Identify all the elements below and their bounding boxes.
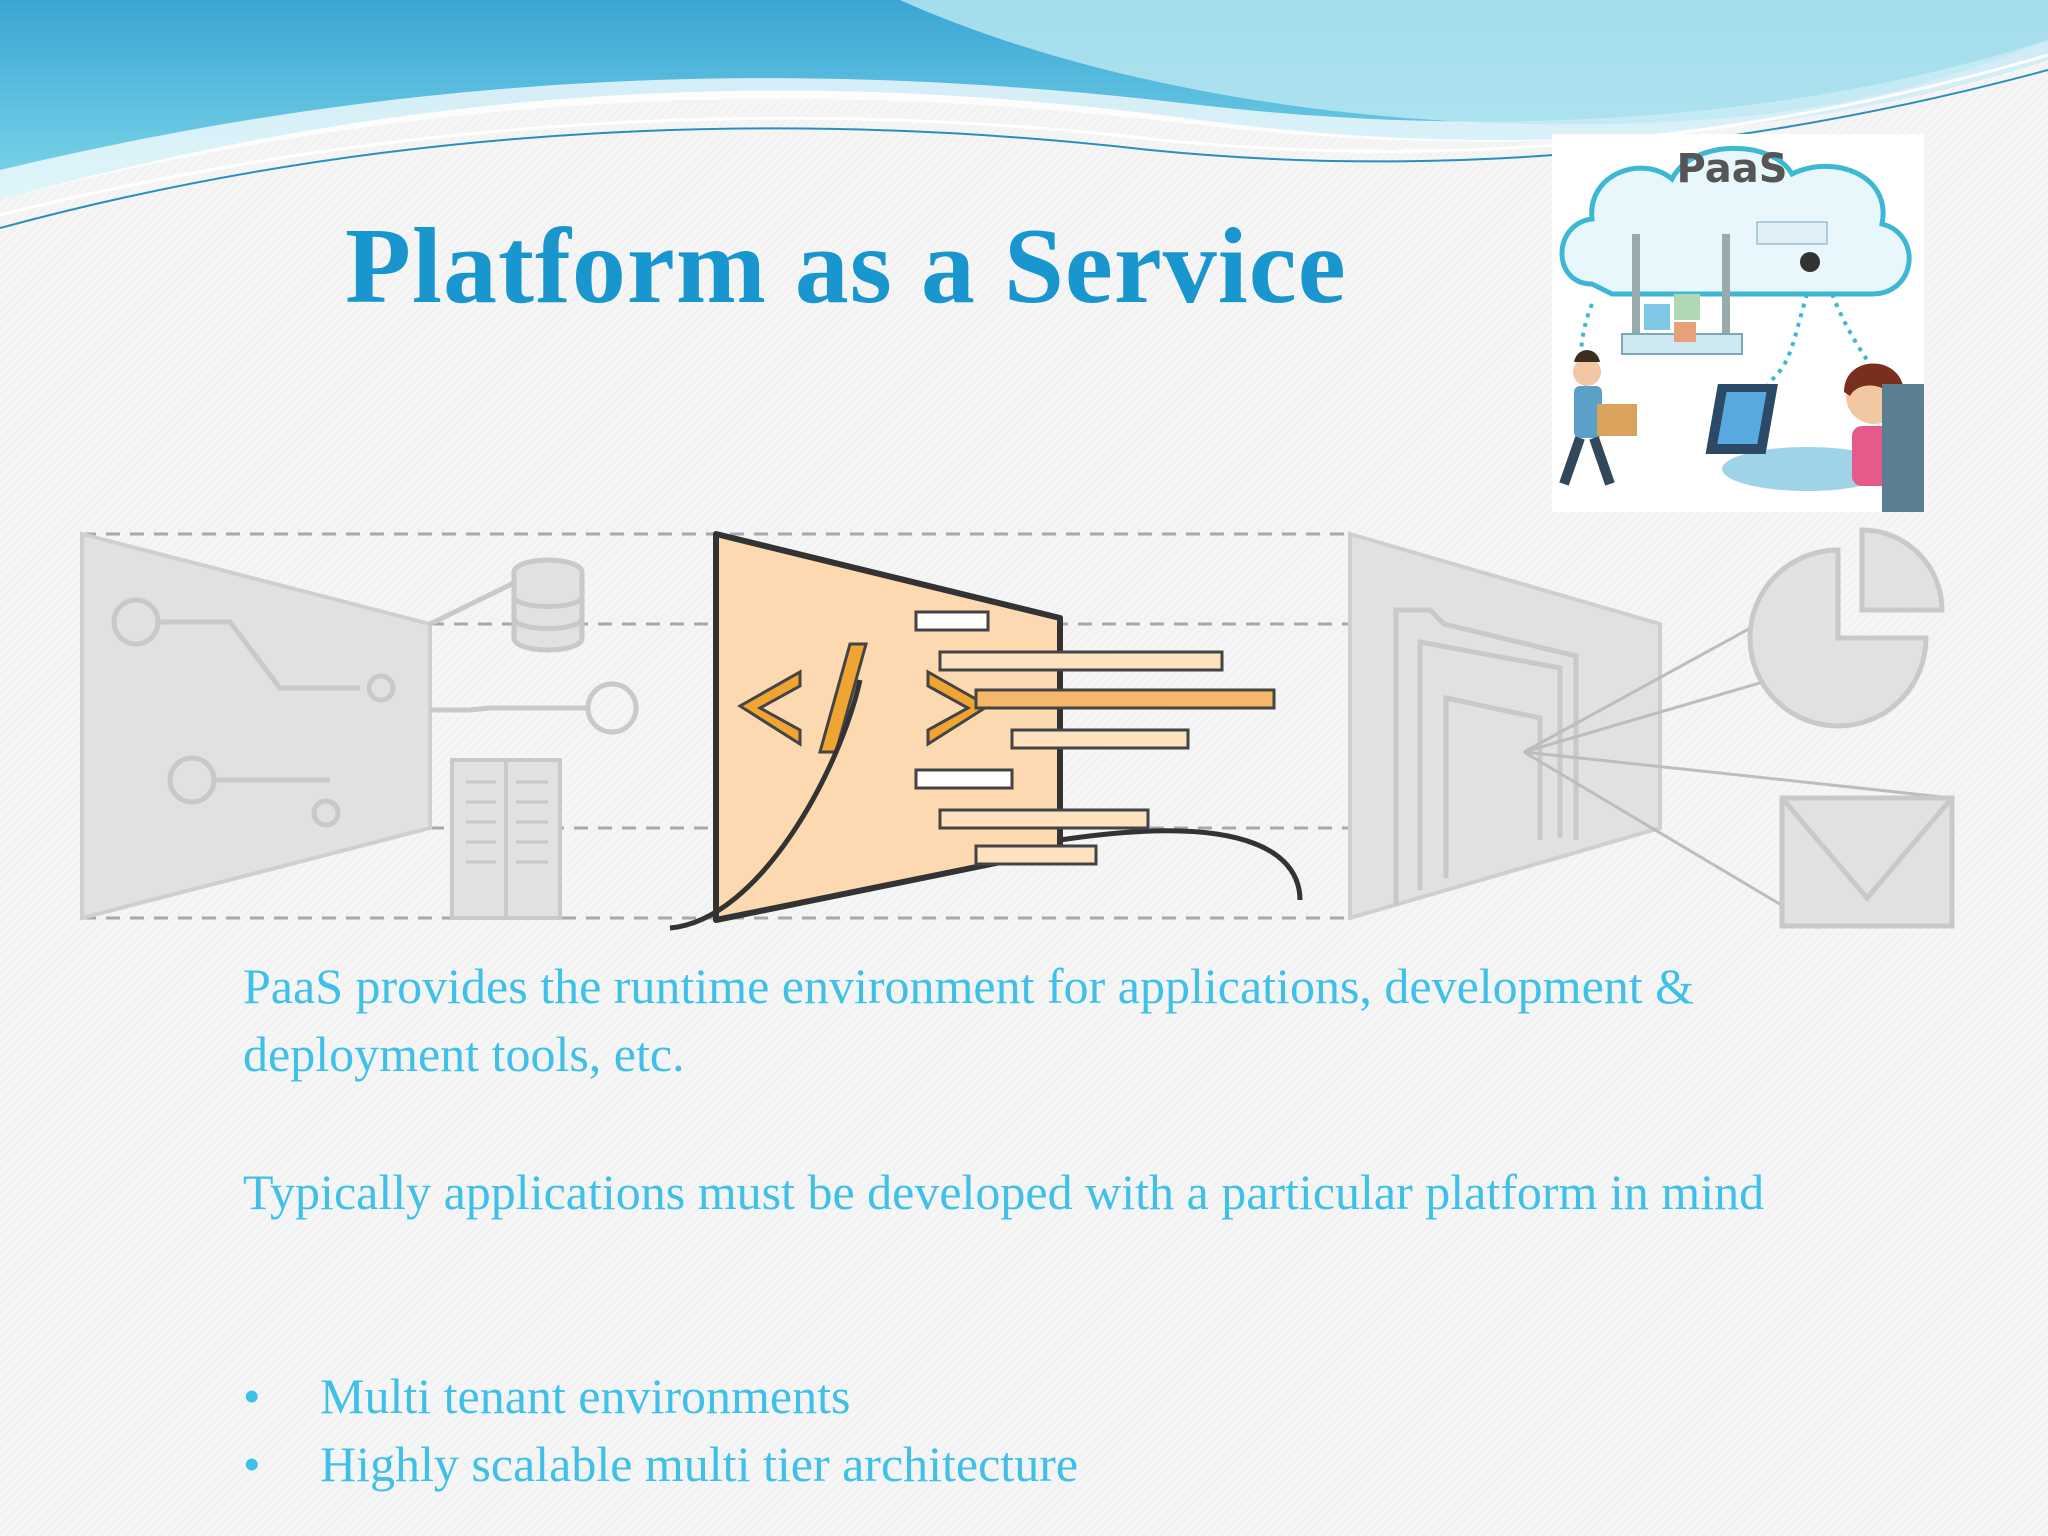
paas-illustration: PaaS xyxy=(1552,134,1924,512)
person-at-laptop-figure xyxy=(1705,363,1924,512)
circuit-panel xyxy=(80,531,639,921)
bullet-text: Multi tenant environments xyxy=(320,1368,851,1424)
mail-icon xyxy=(1779,795,1955,929)
database-icon xyxy=(511,557,585,653)
document-icon xyxy=(450,758,562,920)
bullet-list: • Multi tenant environments • Highly sca… xyxy=(243,1362,1078,1498)
pie-chart-icon xyxy=(1747,527,1945,729)
slide-title: Platform as a Service xyxy=(345,207,1347,326)
bullet-text: Highly scalable multi tier architecture xyxy=(320,1436,1079,1492)
bullet-glyph: • xyxy=(243,1368,261,1424)
platform-diagram xyxy=(80,527,1955,931)
output-panel xyxy=(1348,527,1955,930)
folder-icon xyxy=(1393,607,1579,906)
paragraph-platform: Typically applications must be developed… xyxy=(243,1164,1765,1220)
list-item: • Highly scalable multi tier architectur… xyxy=(243,1430,1078,1498)
bullet-glyph: • xyxy=(243,1436,261,1492)
code-lines xyxy=(914,610,1276,866)
code-brackets-icon xyxy=(737,642,991,754)
list-item: • Multi tenant environments xyxy=(243,1362,1078,1430)
paas-cloud-label: PaaS xyxy=(1676,146,1787,192)
person-carrying-box-figure xyxy=(1559,350,1637,486)
code-panel xyxy=(669,531,1303,931)
header-wave-decoration xyxy=(0,0,2048,229)
paragraph-runtime: PaaS provides the runtime environment fo… xyxy=(243,958,1695,1082)
